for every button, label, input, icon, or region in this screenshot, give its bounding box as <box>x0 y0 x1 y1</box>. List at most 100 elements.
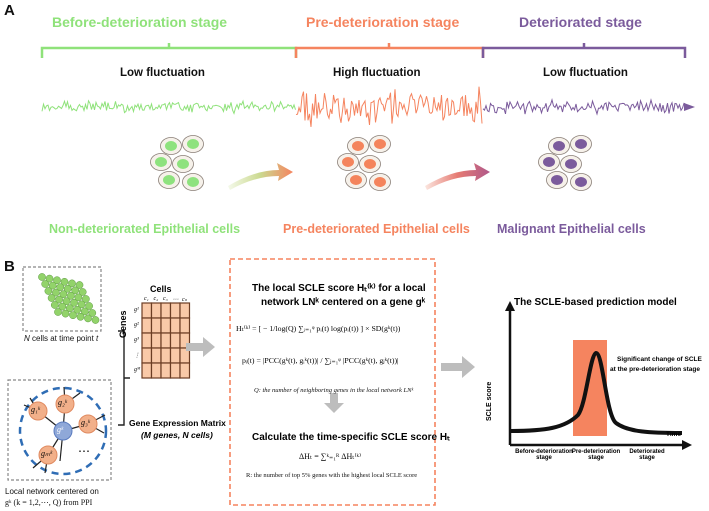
population-cell <box>38 273 46 281</box>
cell-nucleus <box>177 159 189 169</box>
matrix-cell <box>150 332 162 349</box>
matrix-col-label: c₃ <box>163 296 168 302</box>
bracket-pre <box>294 43 485 58</box>
neighbor-node-2 <box>55 394 75 414</box>
arrow-down-in-box <box>324 393 344 413</box>
matrix-cell <box>160 317 172 334</box>
r-definition: R: the number of top 5% genes with the h… <box>246 472 418 479</box>
pre-deterioration-highlight <box>573 340 607 436</box>
signal-arrowhead <box>684 103 695 111</box>
population-cell <box>47 294 56 302</box>
matrix-cell <box>179 317 191 334</box>
matrix-row-label: ⋮ <box>134 353 140 359</box>
matrix-cell <box>150 302 162 319</box>
cell-nucleus <box>374 139 386 149</box>
matrix-cell <box>169 362 181 379</box>
chart-y-label: SCLE score <box>486 381 493 421</box>
fluctuation-label-deteriorated: Low fluctuation <box>543 67 628 79</box>
matrix-col-label: cₙ <box>182 297 188 303</box>
cell-cluster-orange <box>337 135 391 191</box>
transition-arrow-2 <box>425 163 490 190</box>
matrix-cell <box>179 362 191 379</box>
matrix-cell <box>141 362 153 379</box>
population-cell <box>63 284 72 293</box>
cell-nucleus <box>551 175 563 185</box>
node-label-1: g₁ᵏ <box>31 405 41 414</box>
cell-population-grid <box>38 273 100 324</box>
stage-title-before: Before-deterioration stage <box>52 14 228 30</box>
population-cell <box>53 276 61 285</box>
population-cell <box>71 286 80 295</box>
score-box-title2: Calculate the time-specific SCLE score H… <box>252 432 451 443</box>
matrix-cell <box>150 317 162 334</box>
matrix-cell <box>160 347 172 364</box>
population-cell <box>60 277 69 286</box>
matrix-cell <box>169 347 181 364</box>
matrix-cell <box>141 317 153 334</box>
population-cell <box>69 311 77 320</box>
cell-nucleus <box>575 177 587 187</box>
matrix-row-label: gᴹ <box>134 367 141 373</box>
q-definition: Q: the number of neighboring genes in th… <box>254 387 414 394</box>
population-cell <box>62 297 71 306</box>
neighbor-node-m <box>38 445 58 465</box>
bracket-before <box>40 43 298 58</box>
matrix-cell <box>141 302 153 319</box>
cell-cluster-purple <box>538 135 592 191</box>
node-label-2: g₂ᵏ <box>58 398 68 407</box>
matrix-cell <box>141 347 153 364</box>
fluctuation-label-pre: High fluctuation <box>333 67 421 79</box>
signal-wave-low-green <box>41 99 296 115</box>
matrix-cell <box>150 362 162 379</box>
population-cell <box>67 291 75 300</box>
cells-label-non-deteriorated: Non-deteriorated Epithelial cells <box>49 222 241 236</box>
population-cell <box>85 302 93 310</box>
cell-nucleus <box>352 141 364 151</box>
population-cell <box>73 305 82 314</box>
arrow-to-model <box>441 356 475 378</box>
cell-population-box <box>22 266 102 332</box>
cell-nucleus <box>565 159 577 169</box>
annotation-line2: at the pre-deterioration stage <box>610 366 700 373</box>
network-box <box>7 379 112 481</box>
population-cell <box>78 288 87 296</box>
matrix-cell <box>160 302 172 319</box>
score-box-title-line1: The local SCLE score Hₜ⁽ᵏ⁾ for a local <box>252 283 426 294</box>
neighbor-node-1 <box>28 401 48 421</box>
population-cell <box>80 307 89 316</box>
matrix-col-label: c₁ <box>144 296 149 302</box>
population-cell <box>56 283 65 292</box>
population-cell <box>50 301 59 309</box>
population-cell <box>45 274 54 283</box>
transition-arrow-1 <box>228 163 293 190</box>
signal-wave-low-purple <box>482 98 686 116</box>
population-cell <box>82 295 90 303</box>
panel-b-letter: B <box>4 258 15 275</box>
matrix-row-label: g² <box>134 322 139 328</box>
scle-score-box <box>229 258 436 506</box>
panel-a-graphics <box>40 43 695 191</box>
matrix-title: Gene Expression Matrix <box>129 418 226 428</box>
cell-nucleus <box>575 139 587 149</box>
node-ellipsis: ⋯ <box>78 444 90 458</box>
matrix-cell <box>169 302 181 319</box>
panel-a-letter: A <box>4 2 15 19</box>
model-title: The SCLE-based prediction model <box>514 297 677 308</box>
cell-nucleus <box>187 139 199 149</box>
expression-matrix-grid <box>141 302 191 379</box>
fluctuation-label-before: Low fluctuation <box>120 67 205 79</box>
population-cell <box>55 295 63 304</box>
network-caption-line1: Local network centered on <box>5 487 99 496</box>
matrix-cell <box>179 302 191 319</box>
cell-nucleus <box>553 141 565 151</box>
center-node <box>53 421 73 441</box>
panel-b-graphics <box>7 258 692 506</box>
matrix-cell <box>169 332 181 349</box>
matrix-row-label: g³ <box>134 337 139 343</box>
stage-title-pre: Pre-deterioration stage <box>306 14 460 30</box>
score-box-title-line2: network LNᵏ centered on a gene gᵏ <box>261 297 426 308</box>
brace <box>118 330 130 426</box>
